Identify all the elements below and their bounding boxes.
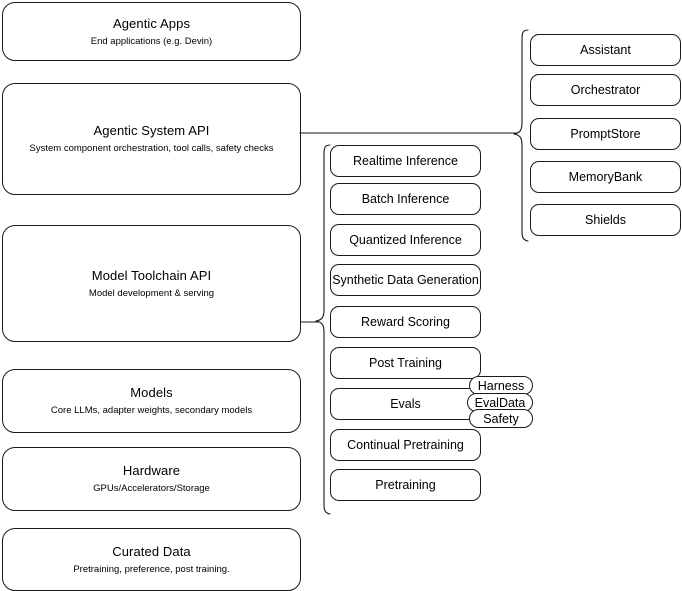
component-reward-scoring[interactable]: Reward Scoring xyxy=(330,306,481,338)
component-orchestrator[interactable]: Orchestrator xyxy=(530,74,681,106)
connector-model-toolchain-api-to-components xyxy=(300,315,324,331)
eval-subcomponent-label: Harness xyxy=(477,378,525,393)
layer-subtitle: Model development & serving xyxy=(88,287,215,299)
component-label: Post Training xyxy=(369,355,442,370)
eval-subcomponent-safety[interactable]: Safety xyxy=(469,409,533,428)
layer-title: Curated Data xyxy=(112,543,191,559)
layer-subtitle: Core LLMs, adapter weights, secondary mo… xyxy=(50,405,253,416)
component-label: Synthetic Data Generation xyxy=(332,272,479,287)
layer-agentic-apps[interactable]: Agentic Apps End applications (e.g. Devi… xyxy=(2,2,301,61)
component-label: Evals xyxy=(390,396,421,411)
layer-curated-data[interactable]: Curated Data Pretraining, preference, po… xyxy=(2,528,301,591)
layer-title: Agentic Apps xyxy=(112,15,191,31)
component-batch-inference[interactable]: Batch Inference xyxy=(330,183,481,215)
component-assistant[interactable]: Assistant xyxy=(530,34,681,66)
layer-title: Model Toolchain API xyxy=(91,267,212,283)
component-label: Continual Pretraining xyxy=(347,437,464,452)
eval-subcomponent-label: Safety xyxy=(483,411,519,426)
connector-agentic-system-api-to-components xyxy=(299,126,520,142)
component-label: Reward Scoring xyxy=(361,314,450,329)
eval-subcomponent-evaldata[interactable]: EvalData xyxy=(467,393,533,412)
component-label: MemoryBank xyxy=(568,169,643,184)
layer-hardware[interactable]: Hardware GPUs/Accelerators/Storage xyxy=(2,447,301,511)
component-shields[interactable]: Shields xyxy=(530,204,681,236)
component-label: Pretraining xyxy=(375,477,436,492)
layer-subtitle: GPUs/Accelerators/Storage xyxy=(93,483,210,494)
component-label: PromptStore xyxy=(570,126,641,141)
layer-title: Hardware xyxy=(122,463,181,478)
component-label: Realtime Inference xyxy=(353,153,458,168)
layer-subtitle: Pretraining, preference, post training. xyxy=(73,563,230,575)
layer-agentic-system-api[interactable]: Agentic System API System component orch… xyxy=(2,83,301,195)
layer-models[interactable]: Models Core LLMs, adapter weights, secon… xyxy=(2,369,301,433)
component-realtime-inference[interactable]: Realtime Inference xyxy=(330,145,481,177)
component-continual-pretraining[interactable]: Continual Pretraining xyxy=(330,429,481,461)
eval-subcomponent-label: EvalData xyxy=(474,395,526,410)
component-promptstore[interactable]: PromptStore xyxy=(530,118,681,150)
component-label: Batch Inference xyxy=(361,191,450,206)
layer-title: Models xyxy=(130,385,173,400)
component-quantized-inference[interactable]: Quantized Inference xyxy=(330,224,481,256)
component-post-training[interactable]: Post Training xyxy=(330,347,481,379)
component-label: Assistant xyxy=(580,42,631,57)
component-pretraining[interactable]: Pretraining xyxy=(330,469,481,501)
layer-title: Agentic System API xyxy=(93,123,210,138)
component-synthetic-data-generation[interactable]: Synthetic Data Generation xyxy=(330,264,481,296)
component-evals[interactable]: Evals xyxy=(330,388,481,420)
component-label: Orchestrator xyxy=(570,82,641,97)
component-memorybank[interactable]: MemoryBank xyxy=(530,161,681,193)
layer-subtitle: System component orchestration, tool cal… xyxy=(29,143,274,154)
component-label: Quantized Inference xyxy=(349,232,462,247)
layer-model-toolchain-api[interactable]: Model Toolchain API Model development & … xyxy=(2,225,301,342)
component-label: Shields xyxy=(585,212,626,227)
layer-subtitle: End applications (e.g. Devin) xyxy=(90,35,213,47)
